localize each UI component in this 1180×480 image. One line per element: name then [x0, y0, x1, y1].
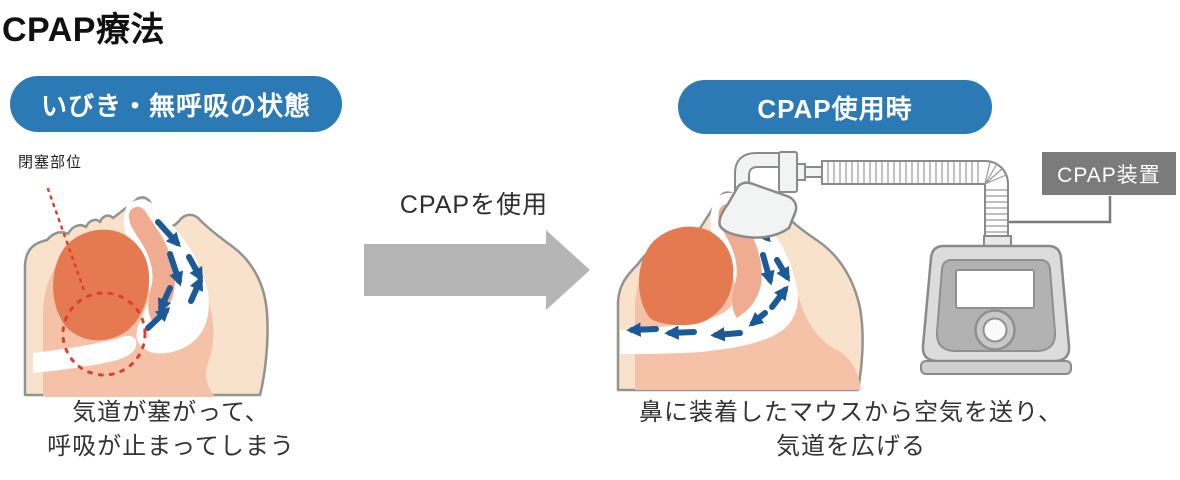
- tongue-shape: [638, 226, 734, 326]
- blocked-airway-illustration: [23, 187, 269, 397]
- cpap-machine: [920, 235, 1072, 375]
- right-state-badge: CPAP使用時: [678, 80, 992, 134]
- hose-corrugation: [827, 161, 1007, 233]
- machine-base: [920, 360, 1072, 375]
- cpap-hose: [821, 160, 1009, 241]
- transition-label: CPAPを使用: [399, 191, 549, 219]
- airflow-arrows: [145, 219, 204, 331]
- left-state-badge-label: いびき・無呼吸の状態: [40, 90, 311, 121]
- left-state-badge: いびき・無呼吸の状態: [10, 76, 342, 132]
- left-caption-line2: 呼吸が止まってしまう: [47, 433, 295, 460]
- blockage-pointer-line: [46, 187, 87, 295]
- transition-arrow-icon: [364, 230, 590, 310]
- cpap-in-use-illustration: [616, 151, 1112, 392]
- machine-dial-center: [982, 317, 1008, 343]
- hose-connector: [778, 151, 823, 193]
- right-caption: 鼻に装着したマウスから空気を送り、 気道を広げる: [636, 396, 1066, 464]
- device-label: CPAP装置: [1042, 152, 1176, 195]
- right-state-badge-label: CPAP使用時: [757, 93, 913, 124]
- page-title: CPAP療法: [2, 11, 165, 49]
- device-label-text: CPAP装置: [1057, 163, 1161, 187]
- nasal-mask: [718, 181, 798, 239]
- machine-screen: [955, 269, 1035, 309]
- lower-airway: [33, 336, 137, 373]
- obstruction-site-label: 閉塞部位: [18, 154, 83, 171]
- blockage-circle: [61, 291, 147, 377]
- left-caption-line1: 気道が塞がって、: [72, 399, 270, 426]
- left-caption: 気道が塞がって、 呼吸が止まってしまう: [20, 396, 322, 464]
- device-label-connector-line: [1009, 196, 1112, 224]
- soft-palate: [128, 206, 176, 322]
- tongue-shape: [53, 229, 150, 341]
- right-caption-line2: 気道を広げる: [776, 433, 926, 460]
- right-caption-line1: 鼻に装着したマウスから空気を送り、: [638, 399, 1064, 426]
- airflow-arrows: [626, 214, 790, 342]
